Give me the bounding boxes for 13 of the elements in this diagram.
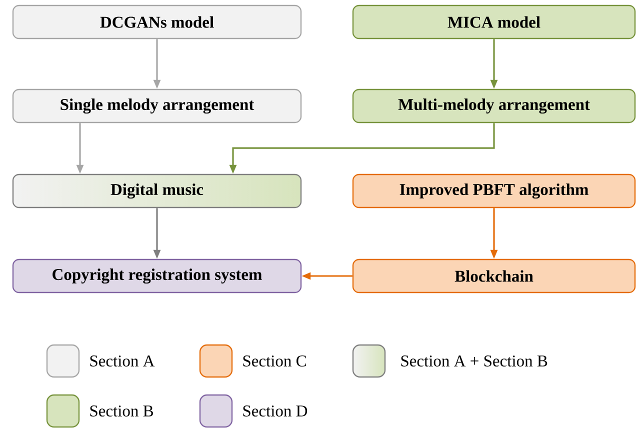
process-box: MICA model <box>352 4 636 40</box>
process-box: Improved PBFT algorithm <box>352 174 636 208</box>
process-box: DCGANs model <box>12 4 302 40</box>
legend-label: Section B <box>90 405 154 417</box>
legend-label: Section C <box>243 355 306 367</box>
process-box: Multi-melody arrangement <box>352 88 636 124</box>
process-box: Single melody arrangement <box>12 88 302 124</box>
process-box: Digital music <box>12 174 302 208</box>
process-box: Blockchain <box>352 258 636 294</box>
legend-label: Section A + Section B <box>401 355 548 367</box>
process-box: Copyright registration system <box>12 258 302 294</box>
legend-label: Section A <box>90 355 155 367</box>
legend-label: Section D <box>243 405 308 417</box>
